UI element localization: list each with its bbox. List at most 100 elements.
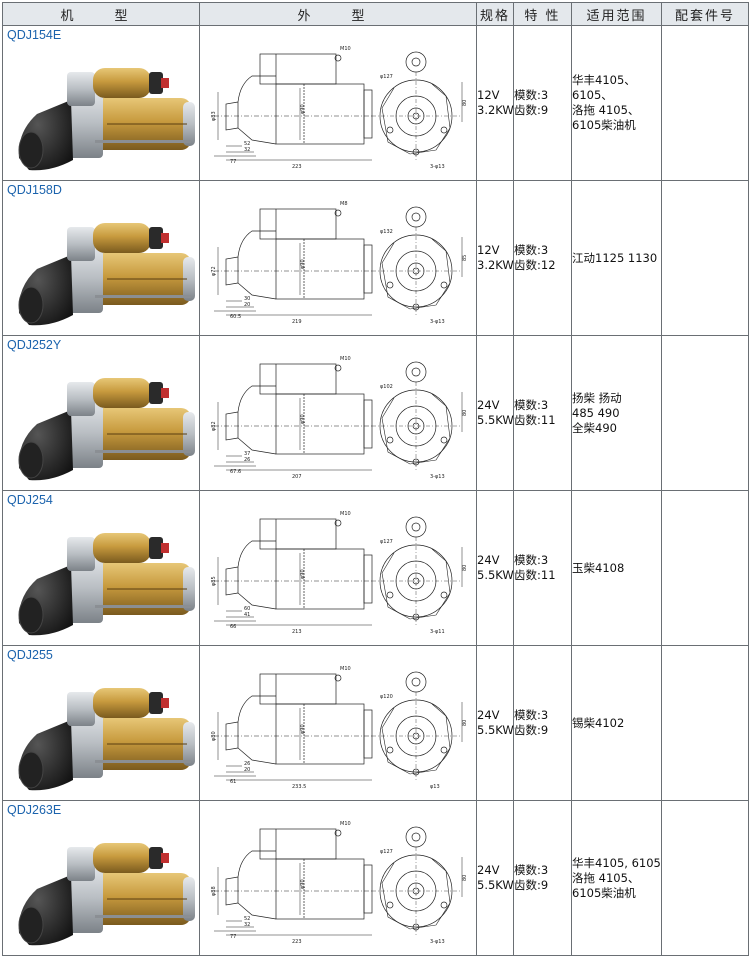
dim-b: 30 — [244, 296, 250, 302]
outline-cell: 207 26 37 67.6 φ82 φ90 M10 φ102 3-φ13 80 — [199, 335, 477, 491]
characteristic-line: 齿数:11 — [514, 568, 556, 582]
header-application: 适用范围 — [571, 2, 662, 26]
dim-total: 223 — [292, 164, 302, 170]
application-line: 洛拖 4105、 — [572, 103, 640, 117]
starter-photo — [18, 68, 195, 171]
application-line: 扬柴 扬动 — [572, 390, 622, 405]
dim-term: M10 — [340, 46, 351, 52]
outline-cell: 223 32 52 77 φ88 φ90 M10 φ127 3-φ13 80 — [199, 800, 477, 956]
header-outline: 外 型 — [199, 2, 477, 26]
dim-b: 60 — [244, 606, 250, 612]
dim-shaft: φ90 — [300, 414, 306, 424]
outline-drawing: 207 26 37 67.6 φ82 φ90 M10 φ102 3-φ13 80 — [211, 356, 468, 480]
characteristic-line: 模数:3 — [514, 88, 549, 102]
outline-cell: 233.5 20 26 61 φ80 φ90 M10 φ120 φ13 80 — [199, 645, 477, 801]
dim-term: M10 — [340, 821, 351, 827]
header-spec: 规格 — [476, 2, 514, 26]
dim-bolt: 3-φ13 — [430, 939, 445, 945]
table-row: QDJ158D — [2, 180, 749, 336]
model-cell: QDJ154E — [2, 25, 200, 181]
dim-bolt: 3-φ13 — [430, 319, 445, 325]
characteristic-line: 模数:3 — [514, 553, 549, 567]
model-name: QDJ252Y — [7, 338, 62, 352]
dim-h: 80 — [462, 100, 468, 106]
application-line: 玉柴4108 — [572, 560, 625, 575]
dim-bolt: 3-φ11 — [430, 629, 445, 635]
dim-shaft: φ90 — [300, 879, 306, 889]
part-number-cell — [661, 645, 749, 801]
application-line: 全柴490 — [572, 420, 617, 435]
dim-h: 80 — [462, 410, 468, 416]
outline-cell: 219 20 30 60.5 φ72 φ90 M8 φ132 3-φ13 85 — [199, 180, 477, 336]
model-cell: QDJ255 — [2, 645, 200, 801]
dim-nose: φ83 — [211, 111, 217, 121]
dim-pcd: φ102 — [380, 384, 393, 390]
dim-c: 60.5 — [230, 314, 241, 320]
application-line: 锡柴4102 — [572, 715, 625, 730]
table-row: QDJ154E — [2, 25, 749, 181]
characteristic-line: 模数:3 — [514, 398, 549, 412]
dim-total: 207 — [292, 474, 302, 480]
dim-b: 26 — [244, 761, 250, 767]
application-line: 6105、 — [572, 88, 613, 102]
characteristic-line: 齿数:12 — [514, 258, 556, 272]
outline-drawing: 219 20 30 60.5 φ72 φ90 M8 φ132 3-φ13 85 — [211, 201, 468, 325]
spec-line: 5.5KW — [477, 568, 514, 582]
spec-line: 3.2KW — [477, 258, 514, 272]
dim-term: M10 — [340, 666, 351, 672]
characteristic-line: 齿数:9 — [514, 723, 549, 737]
application-cell: 华丰4105、6105、洛拖 4105、6105柴油机 — [571, 25, 662, 181]
dim-nose: φ82 — [211, 421, 217, 431]
application-line: 华丰4105, 6105 — [572, 855, 661, 870]
starter-photo — [18, 223, 195, 326]
outline-drawing: 223 32 52 77 φ83 φ90 M10 φ127 3-φ13 80 — [211, 46, 468, 170]
part-number-cell — [661, 180, 749, 336]
dim-pcd: φ127 — [380, 74, 393, 80]
part-number-cell — [661, 490, 749, 646]
characteristic-line: 齿数:11 — [514, 413, 556, 427]
dim-h: 85 — [462, 255, 468, 261]
model-name: QDJ254 — [7, 493, 53, 507]
dim-b: 52 — [244, 141, 250, 147]
part-number-cell — [661, 800, 749, 956]
dim-nose: φ85 — [211, 576, 217, 586]
dim-nose: φ88 — [211, 886, 217, 896]
dim-c: 77 — [230, 159, 236, 165]
dim-a: 32 — [244, 147, 250, 153]
dim-total: 223 — [292, 939, 302, 945]
dim-a: 20 — [244, 767, 250, 773]
dim-total: 233.5 — [292, 784, 306, 790]
characteristic-line: 模数:3 — [514, 708, 549, 722]
dim-c: 66 — [230, 624, 236, 630]
application-cell: 江动1125 1130 — [571, 180, 662, 336]
table-row: QDJ263E — [2, 800, 749, 956]
dim-a: 41 — [244, 612, 250, 618]
spec-line: 5.5KW — [477, 723, 514, 737]
spec-line: 24V — [477, 863, 500, 877]
model-name: QDJ158D — [7, 183, 62, 197]
dim-h: 80 — [462, 565, 468, 571]
spec-line: 12V — [477, 88, 500, 102]
characteristic-line: 齿数:9 — [514, 103, 549, 117]
spec-line: 24V — [477, 708, 500, 722]
starter-photo — [18, 843, 195, 946]
dim-c: 67.6 — [230, 469, 241, 475]
characteristic-line: 模数:3 — [514, 863, 549, 877]
application-line: 洛拖 4105、 — [572, 870, 640, 885]
application-cell: 玉柴4108 — [571, 490, 662, 646]
outline-drawing: 223 32 52 77 φ88 φ90 M10 φ127 3-φ13 80 — [211, 821, 468, 945]
dim-pcd: φ120 — [380, 694, 393, 700]
model-cell: QDJ252Y — [2, 335, 200, 491]
spec-line: 24V — [477, 553, 500, 567]
dim-term: M10 — [340, 511, 351, 517]
